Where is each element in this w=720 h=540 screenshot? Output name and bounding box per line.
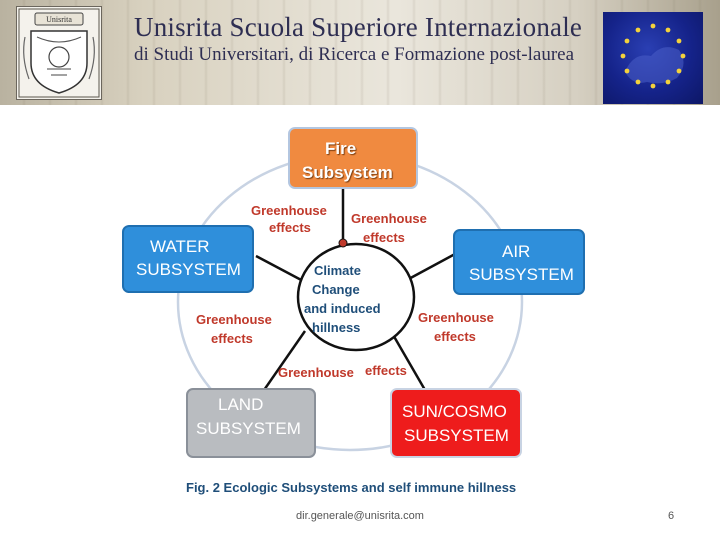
greenhouse-label-bottom-1: Greenhouse [278,365,354,380]
greenhouse-label-right-1: Greenhouse [418,310,494,325]
eu-flag-logo [603,12,703,104]
air-subsystem-label-2: SUBSYSTEM [469,265,574,284]
greenhouse-label-right-2: effects [434,329,476,344]
center-circle [296,242,416,352]
air-subsystem-box: AIR SUBSYSTEM [453,229,585,295]
figure-caption: Fig. 2 Ecologic Subsystems and self immu… [186,480,517,495]
water-subsystem-box: WATER SUBSYSTEM [122,225,254,293]
spoke-water [255,254,306,284]
university-crest-logo: Unisrita [16,6,102,100]
institution-name: Unisrita Scuola Superiore Internazionale [134,12,583,42]
greenhouse-label-top-left-2: effects [269,220,311,235]
water-subsystem-label-1: WATER [150,237,210,256]
spoke-land [260,330,307,394]
air-subsystem-label-1: AIR [502,242,531,261]
center-line-4: hillness [312,320,361,335]
spoke-air [404,252,456,283]
greenhouse-label-top-left-1: Greenhouse [251,203,327,218]
sun-cosmo-subsystem-label-1: SUN/COSMO [402,402,507,421]
center-line-2: Change [312,282,360,297]
center-line-3: and induced [304,301,381,316]
header-banner: Unisrita Unisrita Scuola Superiore Inter… [0,0,720,105]
page-number: 6 [668,510,675,522]
greenhouse-label-top-right-2: effects [363,230,405,245]
greenhouse-label-bottom-2: effects [365,363,407,378]
svg-text:Unisrita: Unisrita [46,15,72,24]
sun-cosmo-subsystem-label-2: SUBSYSTEM [404,426,509,445]
greenhouse-label-left-2: effects [211,331,253,346]
junction-dot [338,238,348,248]
center-line-1: Climate [314,263,361,278]
center-climate-change-label: Climate Change and induced hillness [298,261,390,337]
greenhouse-label-top-right-1: Greenhouse [351,211,427,226]
institution-subtitle: di Studi Universitari, di Ricerca e Form… [134,44,575,65]
land-subsystem-label-2: SUBSYSTEM [196,419,301,438]
fire-subsystem-box: Fire Subsystem [288,127,418,189]
greenhouse-label-left-1: Greenhouse [196,312,272,327]
fire-subsystem-label-1: Fire [325,139,357,158]
sun-cosmo-subsystem-box: SUN/COSMO SUBSYSTEM [390,388,522,458]
land-subsystem-label-1: LAND [218,395,264,414]
land-subsystem-box: LAND SUBSYSTEM [186,388,316,458]
spoke-sun [390,332,427,391]
water-subsystem-label-2: SUBSYSTEM [136,260,241,279]
footer-email: dir.generale@unisrita.com [296,510,424,522]
fire-subsystem-label-2: Subsystem [302,163,393,182]
